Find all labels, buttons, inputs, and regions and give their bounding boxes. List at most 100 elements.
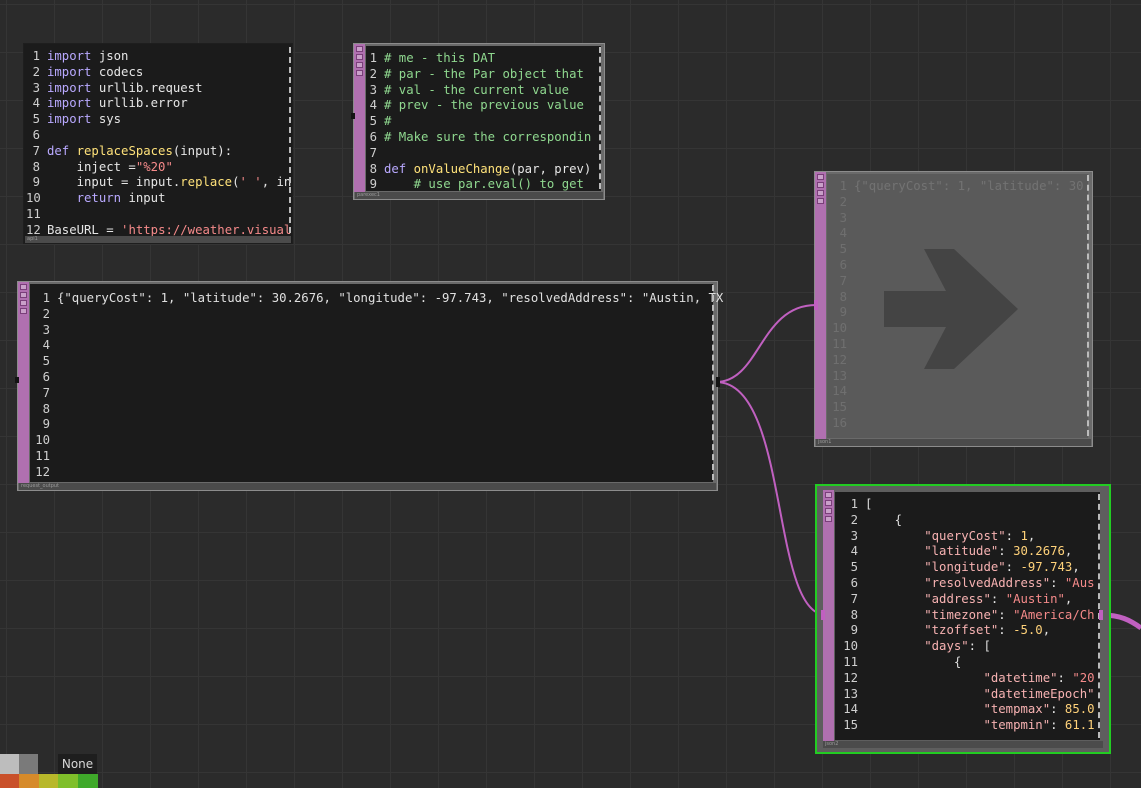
node-request-output[interactable]: 1{"queryCost": 1, "latitude": 30.2676, "…: [15, 281, 724, 491]
code-line[interactable]: 7: [366, 146, 601, 162]
code-line[interactable]: 6 "resolvedAddress": "Aus: [835, 576, 1100, 592]
code-line[interactable]: 1{"queryCost": 1, "latitude": 30.2676, "…: [30, 291, 724, 307]
flag-icon[interactable]: [356, 62, 363, 68]
node-json2[interactable]: 1[2 {3 "queryCost": 1,4 "latitude": 30.2…: [815, 484, 1111, 754]
node-flag-bar[interactable]: [823, 490, 834, 742]
input-port[interactable]: [351, 113, 355, 119]
text-viewer[interactable]: 1[2 {3 "queryCost": 1,4 "latitude": 30.2…: [835, 492, 1100, 740]
code-line[interactable]: 1{"queryCost": 1, "latitude": 30: [827, 179, 1088, 195]
flag-icon[interactable]: [825, 508, 832, 514]
code-line[interactable]: 11: [26, 207, 290, 223]
code-line[interactable]: 7: [827, 274, 1088, 290]
code-line[interactable]: 11: [827, 337, 1088, 353]
code-line[interactable]: 15 "tempmin": 61.1: [835, 718, 1100, 734]
flag-icon[interactable]: [825, 500, 832, 506]
scrollbar[interactable]: [712, 285, 714, 480]
code-line[interactable]: 5: [30, 354, 713, 370]
node-flag-bar[interactable]: [815, 172, 826, 439]
code-line[interactable]: 12: [30, 465, 713, 481]
code-line[interactable]: 3 "queryCost": 1,: [835, 529, 1100, 545]
color-swatch[interactable]: [0, 774, 20, 788]
flag-icon[interactable]: [20, 284, 27, 290]
code-line[interactable]: 14 "tempmax": 85.0: [835, 702, 1100, 718]
color-swatch[interactable]: [77, 774, 98, 788]
code-line[interactable]: 6: [26, 128, 290, 144]
flag-icon[interactable]: [20, 308, 27, 314]
code-line[interactable]: 3: [30, 323, 713, 339]
code-line[interactable]: 4 "latitude": 30.2676,: [835, 544, 1100, 560]
flag-icon[interactable]: [817, 182, 824, 188]
code-line[interactable]: 3# val - the current value: [366, 83, 601, 99]
code-line[interactable]: 9 "tzoffset": -5.0,: [835, 623, 1100, 639]
output-port[interactable]: [1099, 610, 1103, 620]
code-line[interactable]: 6: [827, 258, 1088, 274]
flag-icon[interactable]: [20, 300, 27, 306]
node-flag-bar[interactable]: [354, 44, 365, 192]
code-line[interactable]: 4# prev - the previous value: [366, 98, 601, 114]
code-line[interactable]: 9 input = input.replace(' ', in: [26, 175, 292, 191]
code-line[interactable]: 8 "timezone": "America/Ch: [835, 608, 1100, 624]
code-line[interactable]: 9 # use par.eval() to get: [366, 177, 601, 193]
flag-icon[interactable]: [20, 292, 27, 298]
flag-icon[interactable]: [825, 492, 832, 498]
code-line[interactable]: 11 {: [835, 655, 1100, 671]
code-line[interactable]: 10: [827, 321, 1088, 337]
code-line[interactable]: 7: [30, 386, 713, 402]
code-line[interactable]: 1# me - this DAT: [366, 51, 601, 67]
code-line[interactable]: 2: [827, 195, 1088, 211]
wire-output-to-json2[interactable]: [715, 381, 827, 616]
flag-icon[interactable]: [356, 54, 363, 60]
code-line[interactable]: 11: [30, 449, 713, 465]
code-line[interactable]: 9: [827, 305, 1088, 321]
scrollbar[interactable]: [1087, 175, 1089, 436]
flag-icon[interactable]: [817, 190, 824, 196]
input-port[interactable]: [821, 610, 825, 620]
code-line[interactable]: 9: [30, 417, 713, 433]
scrollbar[interactable]: [289, 47, 291, 233]
code-line[interactable]: 8: [827, 290, 1088, 306]
code-line[interactable]: 10 return input: [26, 191, 290, 207]
code-line[interactable]: 12: [827, 353, 1088, 369]
output-port[interactable]: [716, 377, 720, 387]
code-line[interactable]: 8 inject ="%20": [26, 160, 290, 176]
code-line[interactable]: 4: [827, 226, 1088, 242]
color-swatch[interactable]: [58, 774, 79, 788]
palette-none-label[interactable]: None: [58, 754, 97, 774]
code-line[interactable]: 13: [827, 369, 1088, 385]
flag-icon[interactable]: [817, 174, 824, 180]
code-line[interactable]: 15: [827, 400, 1088, 416]
flag-icon[interactable]: [356, 70, 363, 76]
code-line[interactable]: 6: [30, 370, 713, 386]
code-line[interactable]: 6# Make sure the correspondin: [366, 130, 601, 146]
code-line[interactable]: 5#: [366, 114, 601, 130]
code-line[interactable]: 2 {: [835, 513, 1100, 529]
text-viewer[interactable]: 1{"queryCost": 1, "latitude": 30.2676, "…: [30, 284, 724, 482]
flag-icon[interactable]: [825, 516, 832, 522]
code-line[interactable]: 4: [30, 338, 713, 354]
code-line[interactable]: 16: [827, 416, 1088, 432]
input-port[interactable]: [15, 377, 19, 383]
code-line[interactable]: 8: [30, 402, 713, 418]
color-swatch[interactable]: [38, 774, 59, 788]
color-swatch[interactable]: [19, 774, 40, 788]
scrollbar[interactable]: [599, 47, 601, 189]
node-flag-bar[interactable]: [18, 282, 29, 483]
code-line[interactable]: 5 "longitude": -97.743,: [835, 560, 1100, 576]
code-line[interactable]: 5: [827, 242, 1088, 258]
code-line[interactable]: 10: [30, 433, 713, 449]
color-swatch[interactable]: [0, 754, 19, 774]
code-line[interactable]: 13 "datetimeEpoch": [835, 687, 1100, 703]
flag-icon[interactable]: [356, 46, 363, 52]
code-line[interactable]: 14: [827, 384, 1088, 400]
